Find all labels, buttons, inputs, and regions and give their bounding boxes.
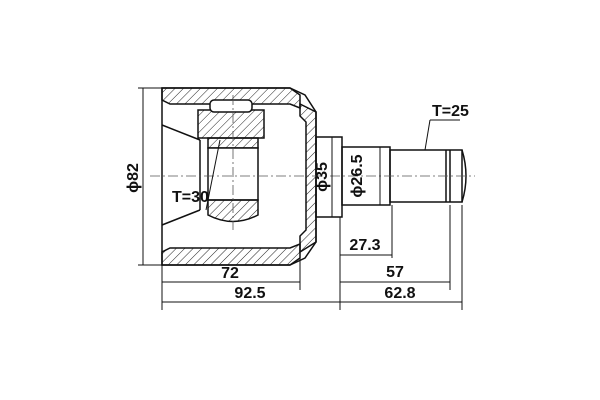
shaft-length-label: 57 — [386, 264, 404, 281]
housing-length-label: 72 — [221, 265, 239, 282]
outer-spline-label: T=25 — [432, 103, 469, 120]
spline-offset-label: 27.3 — [349, 237, 380, 254]
housing-diameter-label: ϕ82 — [125, 163, 142, 193]
shaft-total-label: 62.8 — [384, 285, 415, 302]
overall-length-label: 92.5 — [234, 285, 265, 302]
inner-spline-label: T=30 — [172, 189, 209, 206]
flange-diameter-label: ϕ35 — [314, 162, 331, 192]
dimension-lines — [138, 87, 463, 310]
shaft-diameter-label: ϕ26.5 — [349, 154, 366, 197]
